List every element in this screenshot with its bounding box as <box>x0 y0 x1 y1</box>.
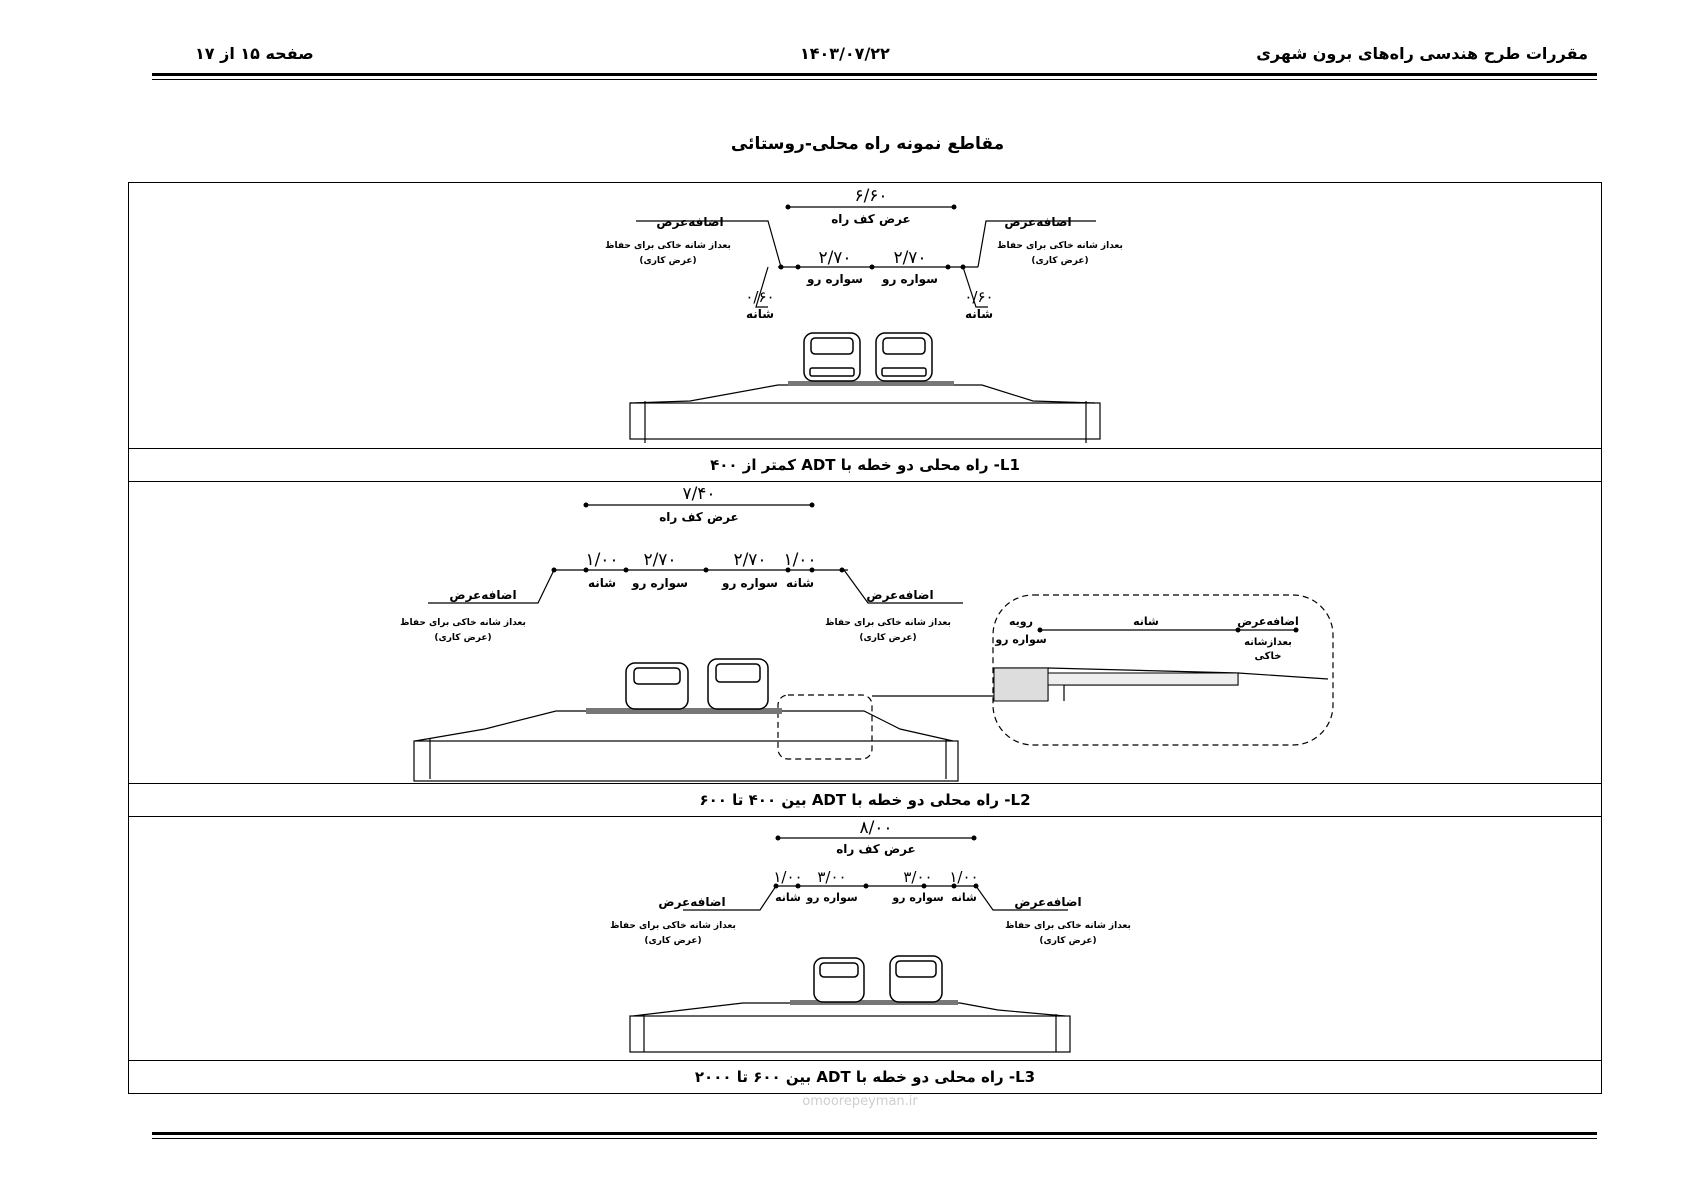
detail-extra-line2: خاکی <box>1255 651 1282 662</box>
detail-pavement-label: رویه <box>1009 615 1033 628</box>
lane-width-left: ۲/۷۰ <box>818 248 851 268</box>
shoulder-label-right: شانه <box>951 891 977 904</box>
detail-carriageway-label: سواره رو <box>994 633 1046 646</box>
extra-width-desc-right: بعداز شانه خاکی برای حفاظ <box>997 241 1123 251</box>
car-icon <box>889 955 943 1003</box>
lane-width-right: ۲/۷۰ <box>733 550 766 570</box>
extra-width-desc-right: بعداز شانه خاکی برای حفاظ <box>825 618 951 628</box>
detail-extra-title: اضافه‌عرض <box>1237 615 1299 628</box>
lane-width-left: ۳/۰۰ <box>817 868 846 886</box>
total-width-value: ۷/۴۰ <box>682 484 715 504</box>
shoulder-width-left: ۱/۰۰ <box>585 550 618 570</box>
section-l1-drawing: ۶/۶۰ عرض کف راه ۲/۷۰ ۲/۷۰ سواره رو سواره… <box>605 186 1123 443</box>
car-icon <box>813 957 865 1003</box>
shoulder-label-left: شانه <box>775 891 801 904</box>
shoulder-label-left: شانه <box>746 307 774 321</box>
extra-width-desc-left: بعداز شانه خاکی برای حفاظ <box>610 921 736 931</box>
extra-width-desc-left: بعداز شانه خاکی برای حفاظ <box>400 618 526 628</box>
extra-width-desc-left: بعداز شانه خاکی برای حفاظ <box>605 241 731 251</box>
header-rule-thin <box>152 79 1597 80</box>
document-date: ۱۴۰۳/۰۷/۲۲ <box>800 44 890 63</box>
lane-width-left: ۲/۷۰ <box>643 550 676 570</box>
total-width-label: عرض کف راه <box>836 842 916 856</box>
document-title: مقررات طرح هندسی راه‌های برون شهری <box>1256 44 1588 63</box>
header-rule <box>152 73 1597 76</box>
lane-width-right: ۲/۷۰ <box>893 248 926 268</box>
extra-width-note-right: (عرض کاری) <box>1039 936 1096 946</box>
caption-code: L1 <box>999 456 1020 474</box>
caption-l2: L2- راه محلی دو خطه با ADT بین ۴۰۰ تا ۶۰… <box>128 783 1602 817</box>
caption-text: - راه محلی دو خطه با ADT کمتر از ۴۰۰ <box>710 456 1000 474</box>
shoulder-width-left: ۱/۰۰ <box>773 868 802 886</box>
extra-width-title-left: اضافه‌عرض <box>658 895 725 909</box>
detail-extra-line1: بعدازشانه <box>1244 637 1292 648</box>
pavement-layer <box>586 708 782 714</box>
section-l3-drawing: ۸/۰۰ عرض کف راه ۱/۰۰ ۳/۰۰ ۳/۰۰ ۱/۰۰ شانه… <box>610 818 1131 1053</box>
total-width-label: عرض کف راه <box>659 510 739 524</box>
page-number: صفحه ۱۵ از ۱۷ <box>195 44 314 63</box>
extra-width-note-right: (عرض کاری) <box>1031 256 1088 266</box>
detail-shoulder-layer <box>1047 672 1239 686</box>
extra-width-note-left: (عرض کاری) <box>639 256 696 266</box>
lane-label-right: سواره رو <box>721 576 778 591</box>
watermark-text: omoorepeyman.ir <box>802 1094 918 1109</box>
car-icon <box>707 658 769 710</box>
lane-width-right: ۳/۰۰ <box>903 868 932 886</box>
lane-label-right: سواره رو <box>881 272 938 287</box>
shoulder-width-right: ۱/۰۰ <box>949 868 978 886</box>
detail-shoulder-label: شانه <box>1133 615 1159 628</box>
extra-width-note-left: (عرض کاری) <box>434 633 491 643</box>
car-icon <box>803 332 861 382</box>
pavement-layer <box>788 381 954 386</box>
shoulder-label-right: شانه <box>965 307 993 321</box>
shoulder-width-left: ۰/۶۰ <box>745 288 774 306</box>
shoulder-label-left: شانه <box>588 576 616 590</box>
caption-l3: L3- راه محلی دو خطه با ADT بین ۶۰۰ تا ۲۰… <box>128 1060 1602 1094</box>
total-width-value: ۶/۶۰ <box>854 186 887 206</box>
extra-width-title-right: اضافه‌عرض <box>866 588 933 602</box>
extra-width-title-right: اضافه‌عرض <box>1004 215 1071 229</box>
shoulder-label-right: شانه <box>786 576 814 590</box>
pavement-layer <box>790 1000 958 1005</box>
extra-width-title-left: اضافه‌عرض <box>449 588 516 602</box>
extra-width-title-right: اضافه‌عرض <box>1014 895 1081 909</box>
caption-l1: L1- راه محلی دو خطه با ADT کمتر از ۴۰۰ <box>128 448 1602 482</box>
shoulder-width-right: ۱/۰۰ <box>783 550 816 570</box>
extra-width-note-right: (عرض کاری) <box>859 633 916 643</box>
lane-label-right: سواره رو <box>891 891 943 904</box>
total-width-value: ۸/۰۰ <box>859 818 892 838</box>
caption-text: - راه محلی دو خطه با ADT بین ۶۰۰ تا ۲۰۰۰ <box>694 1068 1016 1086</box>
footer-rule-thin <box>152 1138 1597 1139</box>
footer-rule <box>152 1132 1597 1135</box>
car-icon <box>875 332 933 382</box>
shoulder-width-right: ۰/۶۰ <box>964 288 993 306</box>
lane-label-left: سواره رو <box>806 272 863 287</box>
section-title: مقاطع نمونه راه محلی-روستائی <box>730 134 1005 154</box>
extra-width-desc-right: بعداز شانه خاکی برای حفاظ <box>1005 921 1131 931</box>
detail-pavement-block <box>993 667 1049 702</box>
lane-label-left: سواره رو <box>805 891 857 904</box>
extra-width-title-left: اضافه‌عرض <box>656 215 723 229</box>
caption-code: L3 <box>1015 1068 1036 1086</box>
total-width-label: عرض کف راه <box>831 212 911 226</box>
extra-width-note-left: (عرض کاری) <box>644 936 701 946</box>
section-l2-drawing: ۷/۴۰ عرض کف راه ۱/۰۰ ۲/۷۰ ۲/۷۰ ۱/۰۰ شانه… <box>400 484 1334 782</box>
caption-text: - راه محلی دو خطه با ADT بین ۴۰۰ تا ۶۰۰ <box>699 791 1011 809</box>
car-icon <box>625 662 689 710</box>
caption-code: L2 <box>1010 791 1031 809</box>
lane-label-left: سواره رو <box>631 576 688 591</box>
